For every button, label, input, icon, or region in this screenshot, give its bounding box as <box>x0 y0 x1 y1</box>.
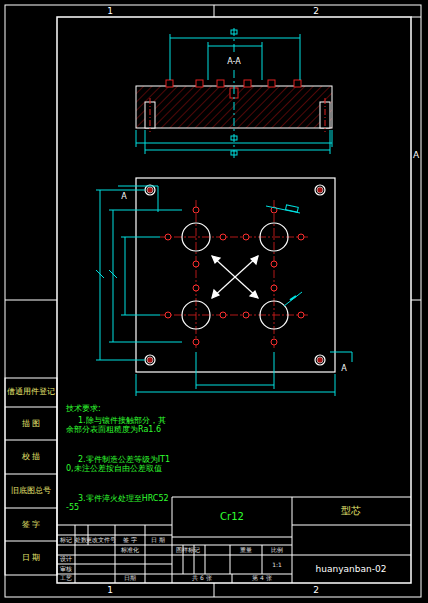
section-mark: A <box>341 364 346 373</box>
table-cell: 标准化 <box>121 547 139 554</box>
left-column-table <box>5 378 57 575</box>
plan-view <box>96 178 352 396</box>
zone-number: 2 <box>313 585 319 595</box>
table-cell: 比例 <box>271 547 283 554</box>
screw-hole <box>298 312 304 318</box>
table-cell: 设计 <box>60 556 72 563</box>
screw-hole <box>271 261 277 267</box>
screw-hole <box>271 339 277 345</box>
table-cell: 重量 <box>240 547 252 554</box>
section-mark: A <box>121 192 126 201</box>
table-cell: 共 6 张 <box>192 575 212 582</box>
column-label: 签 字 <box>22 520 41 529</box>
tech-heading: 技术要求: <box>66 404 101 413</box>
column-label: 描 图 <box>22 419 41 428</box>
material: Cr12 <box>220 511 244 523</box>
table-cell: 图样标记 <box>176 547 200 554</box>
column-label: 日 期 <box>22 553 41 562</box>
screw-hole <box>165 312 171 318</box>
column-label: 旧底图总号 <box>11 486 51 495</box>
frame-ticks <box>5 5 421 597</box>
screw-hole <box>165 234 171 240</box>
inner-frame <box>57 17 411 583</box>
drawing-number: huanyanban-02 <box>316 564 387 574</box>
table-cell: 审核 <box>60 566 72 573</box>
screw-hole <box>193 339 199 345</box>
table-cell: 工艺 <box>60 575 72 582</box>
screw-hole <box>298 234 304 240</box>
section-view <box>136 28 332 158</box>
title-block <box>57 497 411 583</box>
zone-number: 2 <box>313 6 319 16</box>
screw-hole <box>271 285 277 291</box>
tech-note: 1.除与镶件接触部分，其余部分表面粗糙度为Ra1.6 <box>66 416 170 434</box>
screw-hole <box>220 312 226 318</box>
screw-hole <box>243 312 249 318</box>
screw-hole <box>220 234 226 240</box>
table-cell: 标记 <box>60 537 72 544</box>
zone-number: 1 <box>107 585 113 595</box>
table-cell: 日 期 <box>151 537 165 544</box>
table-cell: 日期 <box>124 575 136 582</box>
zone-number: 1 <box>107 6 113 16</box>
tech-note: 2.零件制造公差等级为IT10,未注公差按自由公差取值 <box>66 455 170 473</box>
tech-note: 3.零件淬火处理至HRC52-55 <box>66 494 170 512</box>
column-label: 校 描 <box>22 452 41 461</box>
table-cell: 第 4 张 <box>252 575 272 582</box>
table-cell: 签 字 <box>123 537 137 544</box>
screw-hole <box>193 207 199 213</box>
table-cell: 更改文件号 <box>86 537 116 544</box>
column-label: 借通用件登记 <box>7 387 55 396</box>
section-label: A-A <box>227 57 240 66</box>
zone-letter: A <box>413 150 419 160</box>
screw-hole <box>243 234 249 240</box>
part-name: 型芯 <box>341 505 361 517</box>
table-cell: 处数 <box>75 537 87 544</box>
screw-hole <box>193 261 199 267</box>
screw-hole <box>193 285 199 291</box>
outer-frame <box>5 5 421 597</box>
table-cell: 1:1 <box>272 562 282 569</box>
